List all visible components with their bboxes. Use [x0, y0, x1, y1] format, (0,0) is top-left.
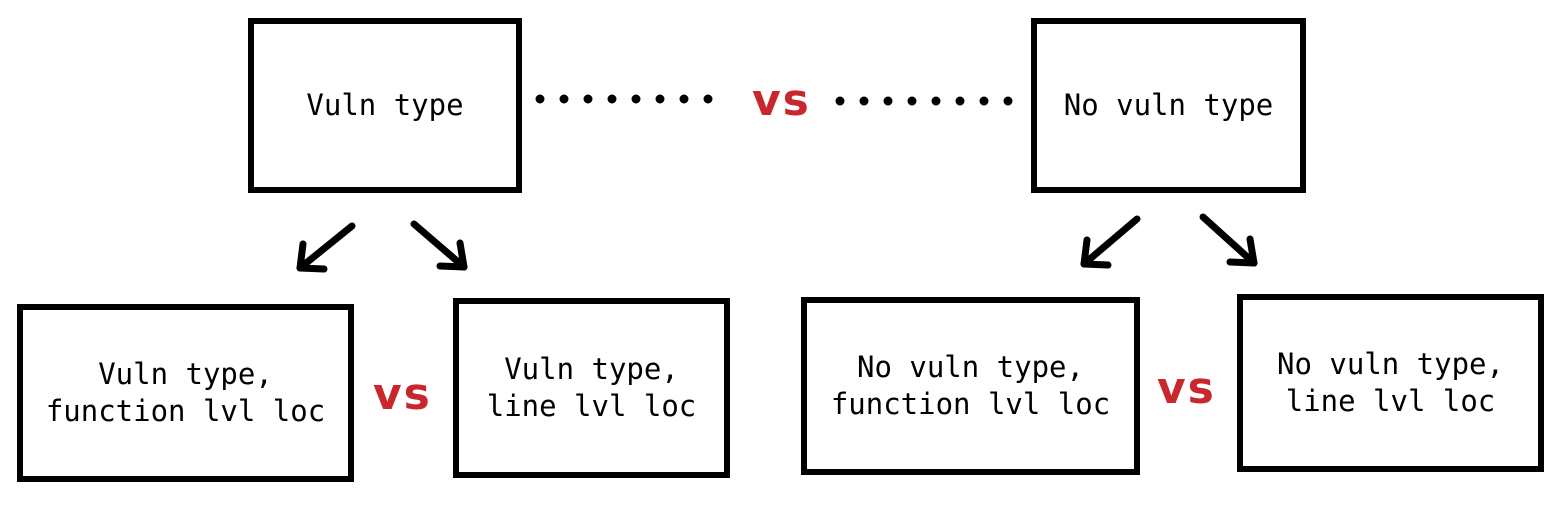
box-vuln-type-label: Vuln type: [306, 88, 464, 122]
box-vuln-type-line-loc-label: Vuln type, line lvl loc: [486, 352, 697, 423]
arrow-down-right-icon: [410, 220, 468, 271]
box-vuln-type: Vuln type: [248, 18, 522, 193]
arrow-down-left-icon: [1080, 215, 1141, 269]
arrow-down-right-icon: [1199, 213, 1258, 267]
box-no-vuln-type-line-loc: No vuln type, line lvl loc: [1237, 294, 1544, 472]
vs-label-top: vs: [752, 75, 811, 126]
box-vuln-type-line-loc: Vuln type, line lvl loc: [453, 298, 730, 478]
vs-label-right: vs: [1157, 363, 1216, 414]
box-vuln-type-function-loc: Vuln type, function lvl loc: [17, 304, 354, 482]
box-no-vuln-type-function-loc: No vuln type, function lvl loc: [801, 297, 1140, 475]
box-no-vuln-type-line-loc-label: No vuln type, line lvl loc: [1277, 347, 1504, 418]
arrow-down-left-icon: [296, 222, 356, 273]
box-no-vuln-type-function-loc-label: No vuln type, function lvl loc: [830, 350, 1111, 421]
box-no-vuln-type-label: No vuln type: [1063, 88, 1274, 122]
box-vuln-type-function-loc-label: Vuln type, function lvl loc: [45, 357, 326, 428]
box-no-vuln-type: No vuln type: [1031, 18, 1306, 193]
vs-label-left: vs: [373, 369, 432, 420]
